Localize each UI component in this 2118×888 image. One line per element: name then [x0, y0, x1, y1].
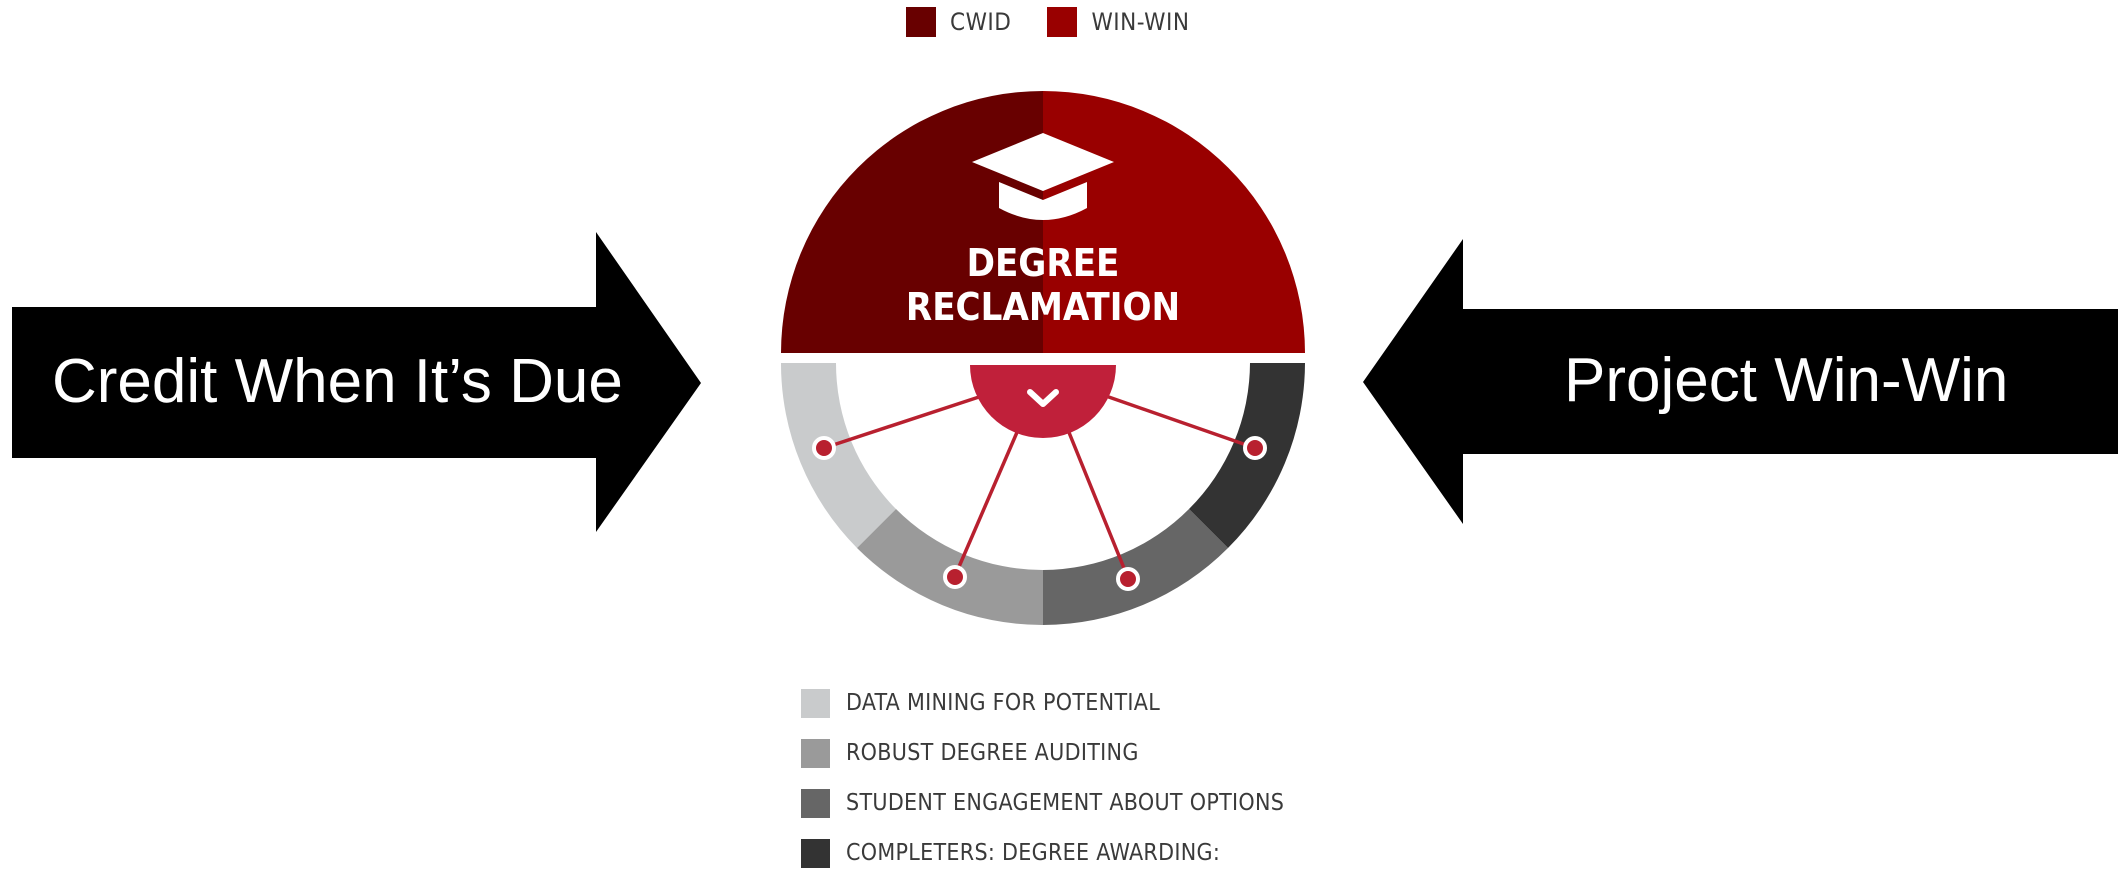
- legend-label-student-engagement: STUDENT ENGAGEMENT ABOUT OPTIONS: [846, 790, 1285, 816]
- connector-line-2: [953, 429, 1020, 577]
- legend-label-win-win: WIN-WIN: [1091, 8, 1190, 36]
- legend-swatch-data-mining: [801, 688, 830, 718]
- legend-swatch-completers: [801, 838, 830, 868]
- legend-label-data-mining: DATA MINING FOR POTENTIAL: [846, 690, 1161, 716]
- ring-segment-data-mining: [780, 363, 896, 548]
- right-arrow-label: Project Win-Win: [1564, 346, 2009, 415]
- connector-dot-3: [1116, 567, 1140, 591]
- top-half-right-win-win: [1043, 91, 1305, 353]
- legend-swatch-student-engagement: [801, 788, 830, 818]
- top-half-left-cwid: [781, 91, 1043, 353]
- left-arrow-label: Credit When It’s Due: [52, 347, 623, 416]
- top-legend: CWID WIN-WIN: [906, 6, 1211, 38]
- graduation-cap-icon: [972, 133, 1114, 220]
- legend-item-win-win: WIN-WIN: [1047, 7, 1189, 37]
- left-arrow-shape: [12, 232, 701, 532]
- legend-swatch-win-win: [1047, 7, 1078, 37]
- legend-item-student-engagement: STUDENT ENGAGEMENT ABOUT OPTIONS: [801, 788, 1284, 818]
- legend-swatch-cwid: [906, 7, 936, 37]
- legend-label-cwid: CWID: [950, 8, 1012, 36]
- center-title-line2: RECLAMATION: [906, 285, 1180, 329]
- legend-item-cwid: CWID: [906, 7, 1011, 37]
- chevron-down-icon: [1027, 389, 1059, 407]
- ring-segment-student-engagement: [1043, 509, 1228, 625]
- legend-label-degree-auditing: ROBUST DEGREE AUDITING: [846, 740, 1139, 766]
- legend-swatch-degree-auditing: [801, 738, 830, 768]
- legend-item-completers: COMPLETERS: DEGREE AWARDING:: [801, 838, 1284, 868]
- connector-dot-2: [943, 565, 967, 589]
- bottom-legend: DATA MINING FOR POTENTIAL ROBUST DEGREE …: [801, 688, 1284, 888]
- legend-item-degree-auditing: ROBUST DEGREE AUDITING: [801, 738, 1284, 768]
- center-title-line1: DEGREE: [967, 241, 1120, 285]
- connector-line-3: [1066, 429, 1130, 579]
- connector-dot-1: [812, 436, 836, 460]
- connector-line-4: [1102, 393, 1256, 450]
- right-arrow-shape: [1363, 239, 2118, 524]
- legend-label-completers: COMPLETERS: DEGREE AWARDING:: [846, 840, 1221, 866]
- legend-item-data-mining: DATA MINING FOR POTENTIAL: [801, 688, 1284, 718]
- connector-line-1: [823, 393, 986, 450]
- connector-dot-4: [1243, 436, 1267, 460]
